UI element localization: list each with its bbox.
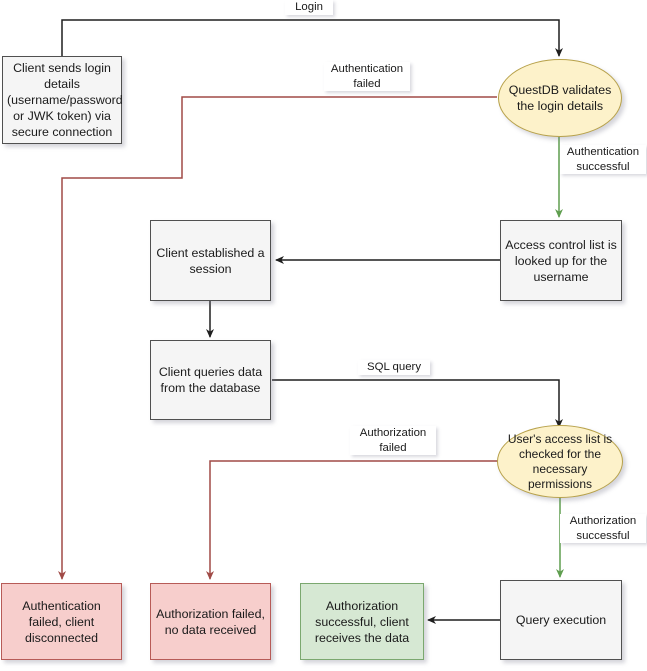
edge-authorization-failed <box>206 460 498 580</box>
node-query-execution[interactable]: Query execution <box>500 580 622 660</box>
edge-sql-query <box>272 379 563 428</box>
edge-label-sql-query: SQL query <box>358 360 430 375</box>
node-authentication-failed-result-label: Authentication failed, client disconnect… <box>22 598 101 645</box>
node-questdb-validates[interactable]: QuestDB validates the login details <box>498 59 622 137</box>
node-client-session-label: Client established a session <box>156 245 265 276</box>
node-authentication-failed-result[interactable]: Authentication failed, client disconnect… <box>1 583 122 660</box>
node-authorization-failed-result-label: Authorization failed, no data received <box>156 606 265 637</box>
node-access-control-list-label: Access control list is looked up for the… <box>505 237 617 284</box>
node-authorization-successful-result-label: Authorization successful, client receive… <box>314 598 410 645</box>
node-access-control-list[interactable]: Access control list is looked up for the… <box>500 220 622 301</box>
node-query-execution-label: Query execution <box>515 613 607 627</box>
edge-label-authorization-failed: Authorization failed <box>350 426 436 455</box>
edge-label-authentication-successful: Authentication successful <box>560 145 646 174</box>
node-user-access-list-checked[interactable]: User's access list is checked for the ne… <box>497 425 623 498</box>
node-client-sends-login-label: Client sends login details (username/pas… <box>7 61 123 139</box>
edge-authentication-failed <box>58 96 497 580</box>
node-client-queries-data-label: Client queries data from the database <box>158 365 263 395</box>
node-client-queries-data[interactable]: Client queries data from the database <box>150 340 271 420</box>
node-authorization-failed-result[interactable]: Authorization failed, no data received <box>150 583 271 660</box>
node-client-sends-login[interactable]: Client sends login details (username/pas… <box>2 56 123 144</box>
edge-label-authentication-failed: Authentication failed <box>324 62 410 91</box>
node-user-access-list-checked-label: User's access list is checked for the ne… <box>507 431 613 491</box>
edge-login <box>61 19 563 57</box>
node-questdb-validates-label: QuestDB validates the login details <box>508 83 612 113</box>
node-client-session[interactable]: Client established a session <box>150 220 271 301</box>
edge-label-login: Login <box>285 0 333 15</box>
node-authorization-successful-result[interactable]: Authorization successful, client receive… <box>300 583 424 660</box>
edge-label-authorization-successful: Authorization successful <box>560 514 646 543</box>
